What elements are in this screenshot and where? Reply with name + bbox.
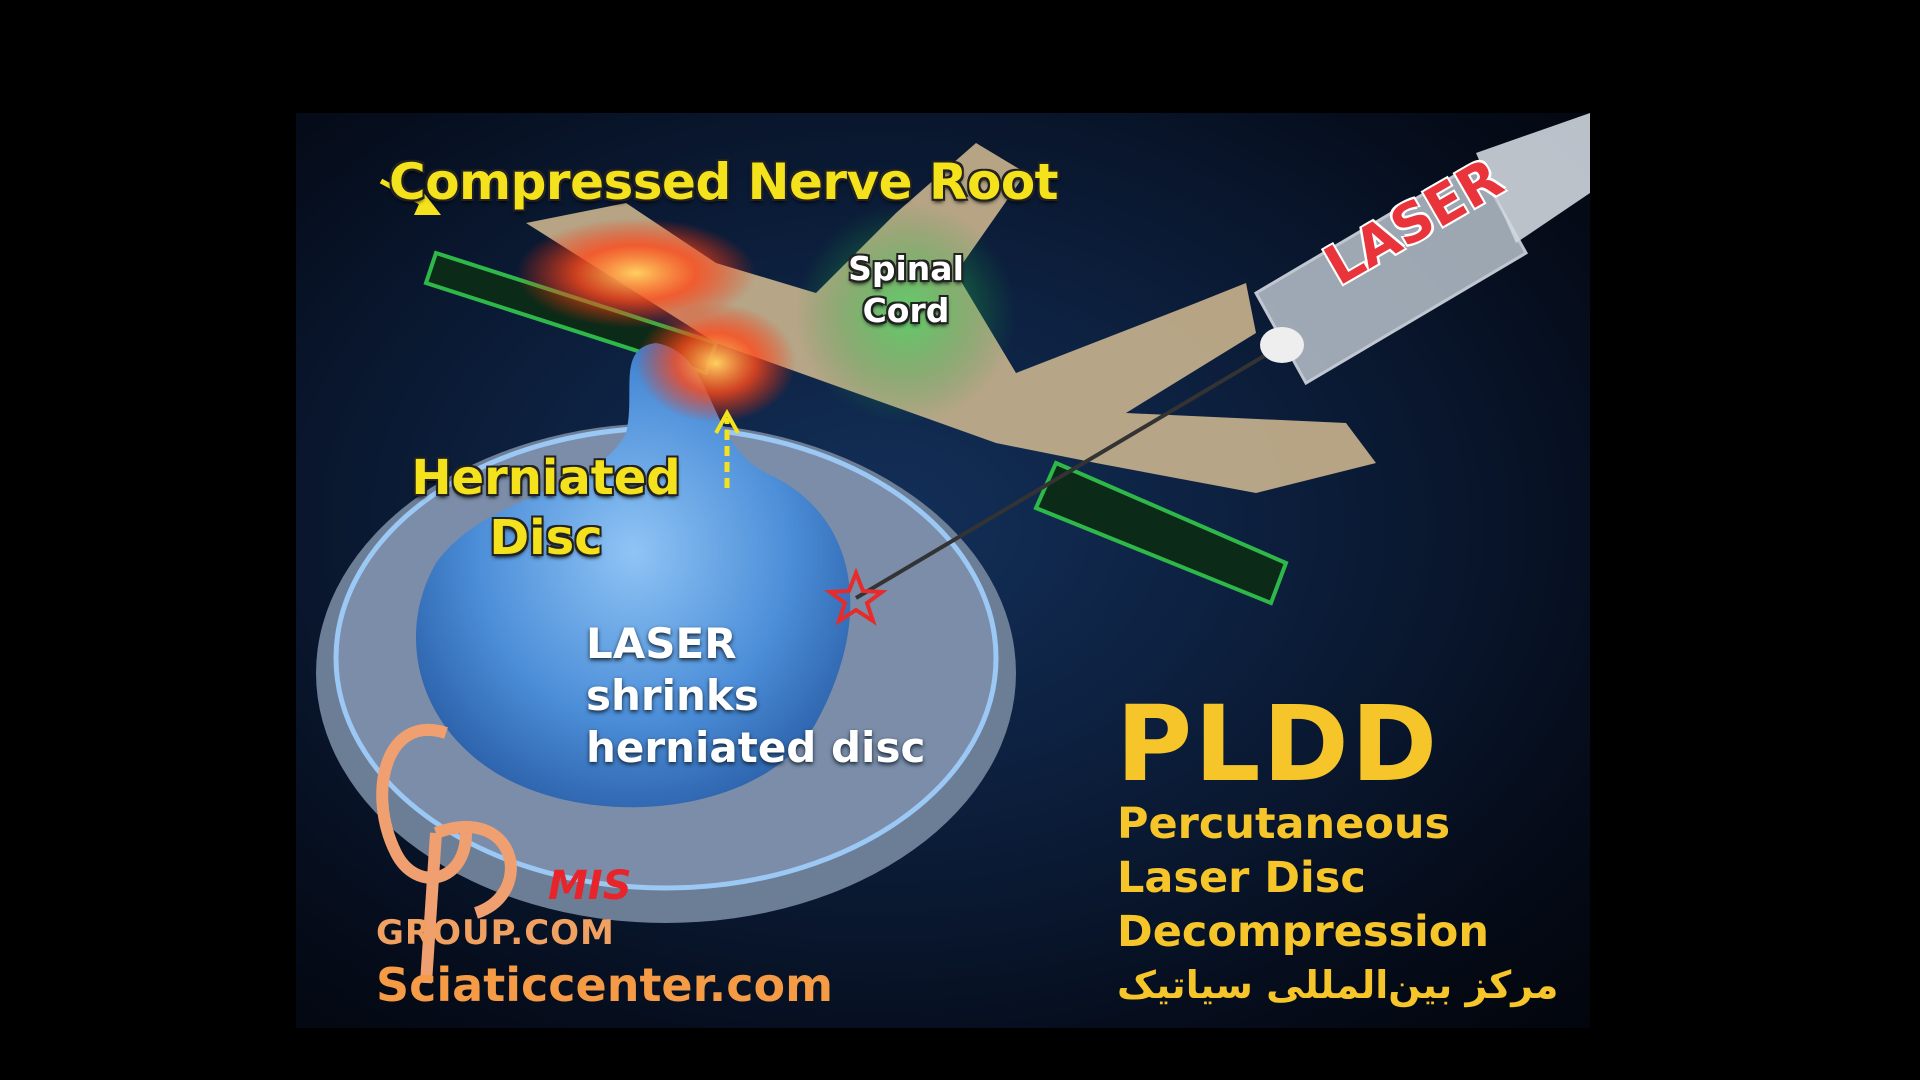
group-site-text: GROUP.COM: [376, 913, 615, 953]
website-text: Sciaticcenter.com: [376, 958, 834, 1012]
full-name-line: Decompression: [1117, 907, 1489, 957]
spine-illustration: [316, 113, 1590, 984]
spinal-cord-line: Cord: [862, 291, 950, 330]
compression-glow: [636, 303, 796, 423]
spinal-cord-label: Spinal Cord: [816, 248, 996, 332]
pldd-full-name: Percutaneous Laser Disc Decompression: [1117, 797, 1489, 959]
compression-glow: [516, 218, 756, 328]
logo-mis: MIS: [548, 863, 632, 909]
laser-syringe: [1253, 113, 1590, 386]
gp-logo: [376, 724, 517, 984]
herniated-line: Herniated: [411, 450, 681, 506]
herniated-line: Disc: [489, 510, 603, 566]
arrow-up-head-icon: [714, 408, 740, 434]
laser-target-star-icon: [824, 567, 888, 626]
intervertebral-disc: [316, 343, 1016, 923]
pldd-illustration: Compressed Nerve Root Spinal Cord LASER …: [296, 113, 1590, 1028]
shrinks-line: herniated disc: [586, 723, 926, 772]
full-name-line: Percutaneous: [1117, 799, 1451, 849]
full-name-line: Laser Disc: [1117, 853, 1366, 903]
arabic-center-name: مرکز بین‌المللی سیاتیک: [1117, 963, 1559, 1007]
shrinks-line: shrinks: [586, 671, 759, 720]
pldd-title: PLDD: [1116, 683, 1440, 805]
shrinks-line: LASER: [586, 619, 737, 668]
spinal-cord: [796, 203, 1016, 423]
herniated-disc-label: Herniated Disc: [396, 448, 696, 568]
arrow-head-icon: [414, 193, 441, 215]
compressed-nerve-root-label: Compressed Nerve Root: [389, 153, 1059, 211]
laser-shrinks-label: LASER shrinks herniated disc: [586, 618, 925, 774]
spinal-cord-line: Spinal: [848, 249, 964, 288]
laser-fiber: [854, 341, 1288, 600]
